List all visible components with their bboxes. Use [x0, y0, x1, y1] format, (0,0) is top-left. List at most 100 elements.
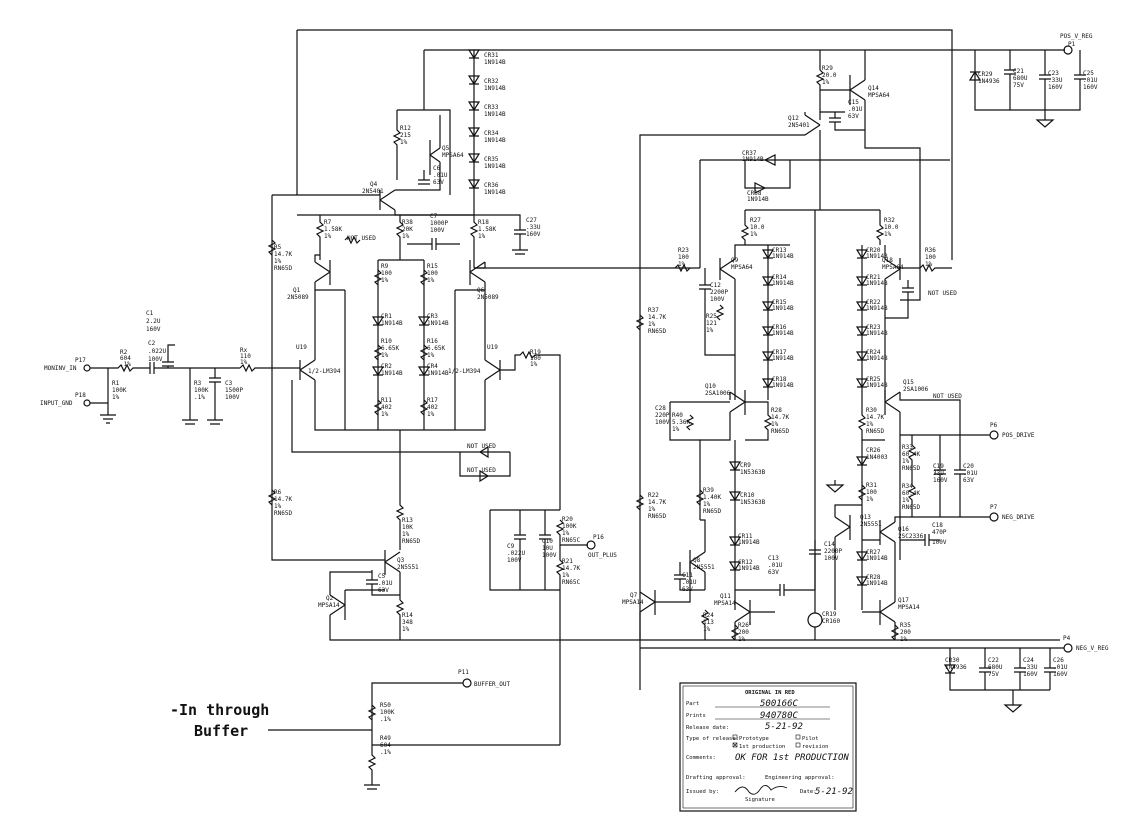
r27v-label: 10.0	[750, 224, 765, 231]
c25-label: C25	[1083, 70, 1094, 77]
c25r-label: 160V	[1083, 84, 1098, 91]
p16-name-label: OUT_PLUS	[588, 552, 617, 559]
cr26p-label: 1N4003	[866, 454, 888, 461]
r29t-label: 1%	[822, 79, 830, 86]
issued-lbl-label: Issued by:	[686, 789, 719, 795]
q10p-label: 2SA1006	[705, 390, 731, 397]
r39t-label: 1%	[703, 501, 711, 508]
part-label: 1N914B	[738, 565, 760, 572]
opt2-label: Pilot	[802, 736, 819, 742]
c14r-label: 100V	[824, 555, 839, 562]
c18v-label: 470P	[932, 529, 947, 536]
p4-name-label: NEG_V_REG	[1076, 645, 1109, 652]
port-p1[interactable]	[1063, 45, 1073, 55]
r23t-label: 1%	[678, 261, 686, 268]
r17v-label: 402	[427, 404, 438, 411]
c26r-label: 160V	[1053, 671, 1068, 678]
u19a-label: U19	[296, 344, 307, 351]
q4-q5-cascode: R12 215 1% Q5 MPSA64 C6 .01U 63V Q4 2N54…	[362, 109, 474, 216]
r10-label: R10	[381, 338, 392, 345]
c23-label: C23	[1048, 70, 1059, 77]
q15-label: Q15	[903, 379, 914, 386]
port-p16[interactable]	[586, 540, 596, 550]
c22r-label: 75V	[988, 671, 999, 678]
p4-label: P4	[1063, 635, 1071, 642]
r7v-label: 1.58K	[324, 226, 342, 233]
part-label: 1N914B	[866, 555, 888, 562]
cr30p-label: 1N4936	[945, 664, 967, 671]
r35-label: R35	[900, 622, 911, 629]
c7-label: C7	[430, 213, 438, 220]
q13p-label: 2N5551	[860, 521, 882, 528]
c22v-label: 680U	[988, 664, 1003, 671]
tb-header: ORIGINAL IN RED	[745, 690, 795, 696]
r5-label: R5	[274, 244, 282, 251]
port-p6[interactable]	[989, 430, 999, 440]
c3v-label: 1500P	[225, 387, 243, 394]
r31-label: R31	[866, 482, 877, 489]
part-lbl-label: Part	[686, 701, 699, 707]
port-p7[interactable]	[989, 512, 999, 522]
r23v-label: 100	[678, 254, 689, 261]
port-p18[interactable]	[83, 399, 91, 407]
opt3-label: 1st production	[739, 744, 785, 750]
c10-label: C10	[542, 538, 553, 545]
cr11-label: CR11	[738, 533, 753, 540]
c19v-label: 33U	[933, 470, 944, 477]
c12-label: C12	[710, 282, 721, 289]
tb-release-value: 5-21-92	[765, 722, 803, 732]
r40t-label: 1%	[672, 426, 680, 433]
r40v-label: 5.36K	[672, 419, 690, 426]
port-p11[interactable]	[462, 678, 472, 688]
p6-label: P6	[990, 422, 998, 429]
r17t-label: 1%	[427, 411, 435, 418]
r34t-label: 1%	[902, 497, 910, 504]
tb-prints-value: 940780C	[760, 711, 799, 721]
q10-label: Q10	[705, 383, 716, 390]
c3r-label: 100V	[225, 394, 240, 401]
r37t-label: 1%	[648, 321, 656, 328]
r11t-label: 1%	[381, 411, 389, 418]
port-p4[interactable]	[1063, 643, 1073, 653]
part-label: 1N914B	[484, 189, 506, 196]
prints-lbl-label: Prints	[686, 713, 706, 719]
r9-label: R9	[381, 263, 389, 270]
r3t-label: .1%	[194, 394, 205, 401]
r16v-label: 6.65K	[427, 345, 445, 352]
r35t-label: 1%	[900, 636, 908, 643]
cr35-label: CR35	[484, 156, 499, 163]
notused-label: NOT USED	[933, 393, 962, 400]
r1t-label: 1%	[112, 394, 120, 401]
q13-label: Q13	[860, 514, 871, 521]
port-p17[interactable]	[83, 364, 91, 372]
r17-label: R17	[427, 397, 438, 404]
cr27-label: CR27	[866, 549, 881, 556]
r30v-label: 14.7K	[866, 414, 884, 421]
r27t-label: 1%	[750, 231, 758, 238]
not-used-diodes: NOT USED NOT USED	[291, 380, 511, 483]
r38-label: R38	[402, 219, 413, 226]
part-label: 1N914B	[747, 196, 769, 203]
r24-label: R24	[703, 612, 714, 619]
c20-label: C20	[963, 463, 974, 470]
r36v-label: 100	[925, 254, 936, 261]
c20r-label: 63V	[963, 477, 974, 484]
cr33-label: CR33	[484, 104, 499, 111]
r31t-label: 1%	[866, 496, 874, 503]
c12v-label: 2200P	[710, 289, 728, 296]
opt4-label: revision	[802, 744, 829, 750]
comments-lbl-label: Comments:	[686, 755, 716, 761]
r30t-label: 1%	[866, 421, 874, 428]
c9r-label: 100V	[507, 557, 522, 564]
cr21-label: CR21	[866, 274, 881, 281]
c13r-label: 63V	[768, 569, 779, 576]
c2r-label: 100V	[148, 356, 163, 363]
r24v-label: 113	[703, 619, 714, 626]
r14-label: R14	[402, 612, 413, 619]
r7t-label: 1%	[324, 233, 332, 240]
p7-label: P7	[990, 504, 998, 511]
part-label: 1N914B	[772, 253, 794, 260]
r12t-label: 1%	[400, 139, 408, 146]
c9-label: C9	[507, 543, 515, 550]
